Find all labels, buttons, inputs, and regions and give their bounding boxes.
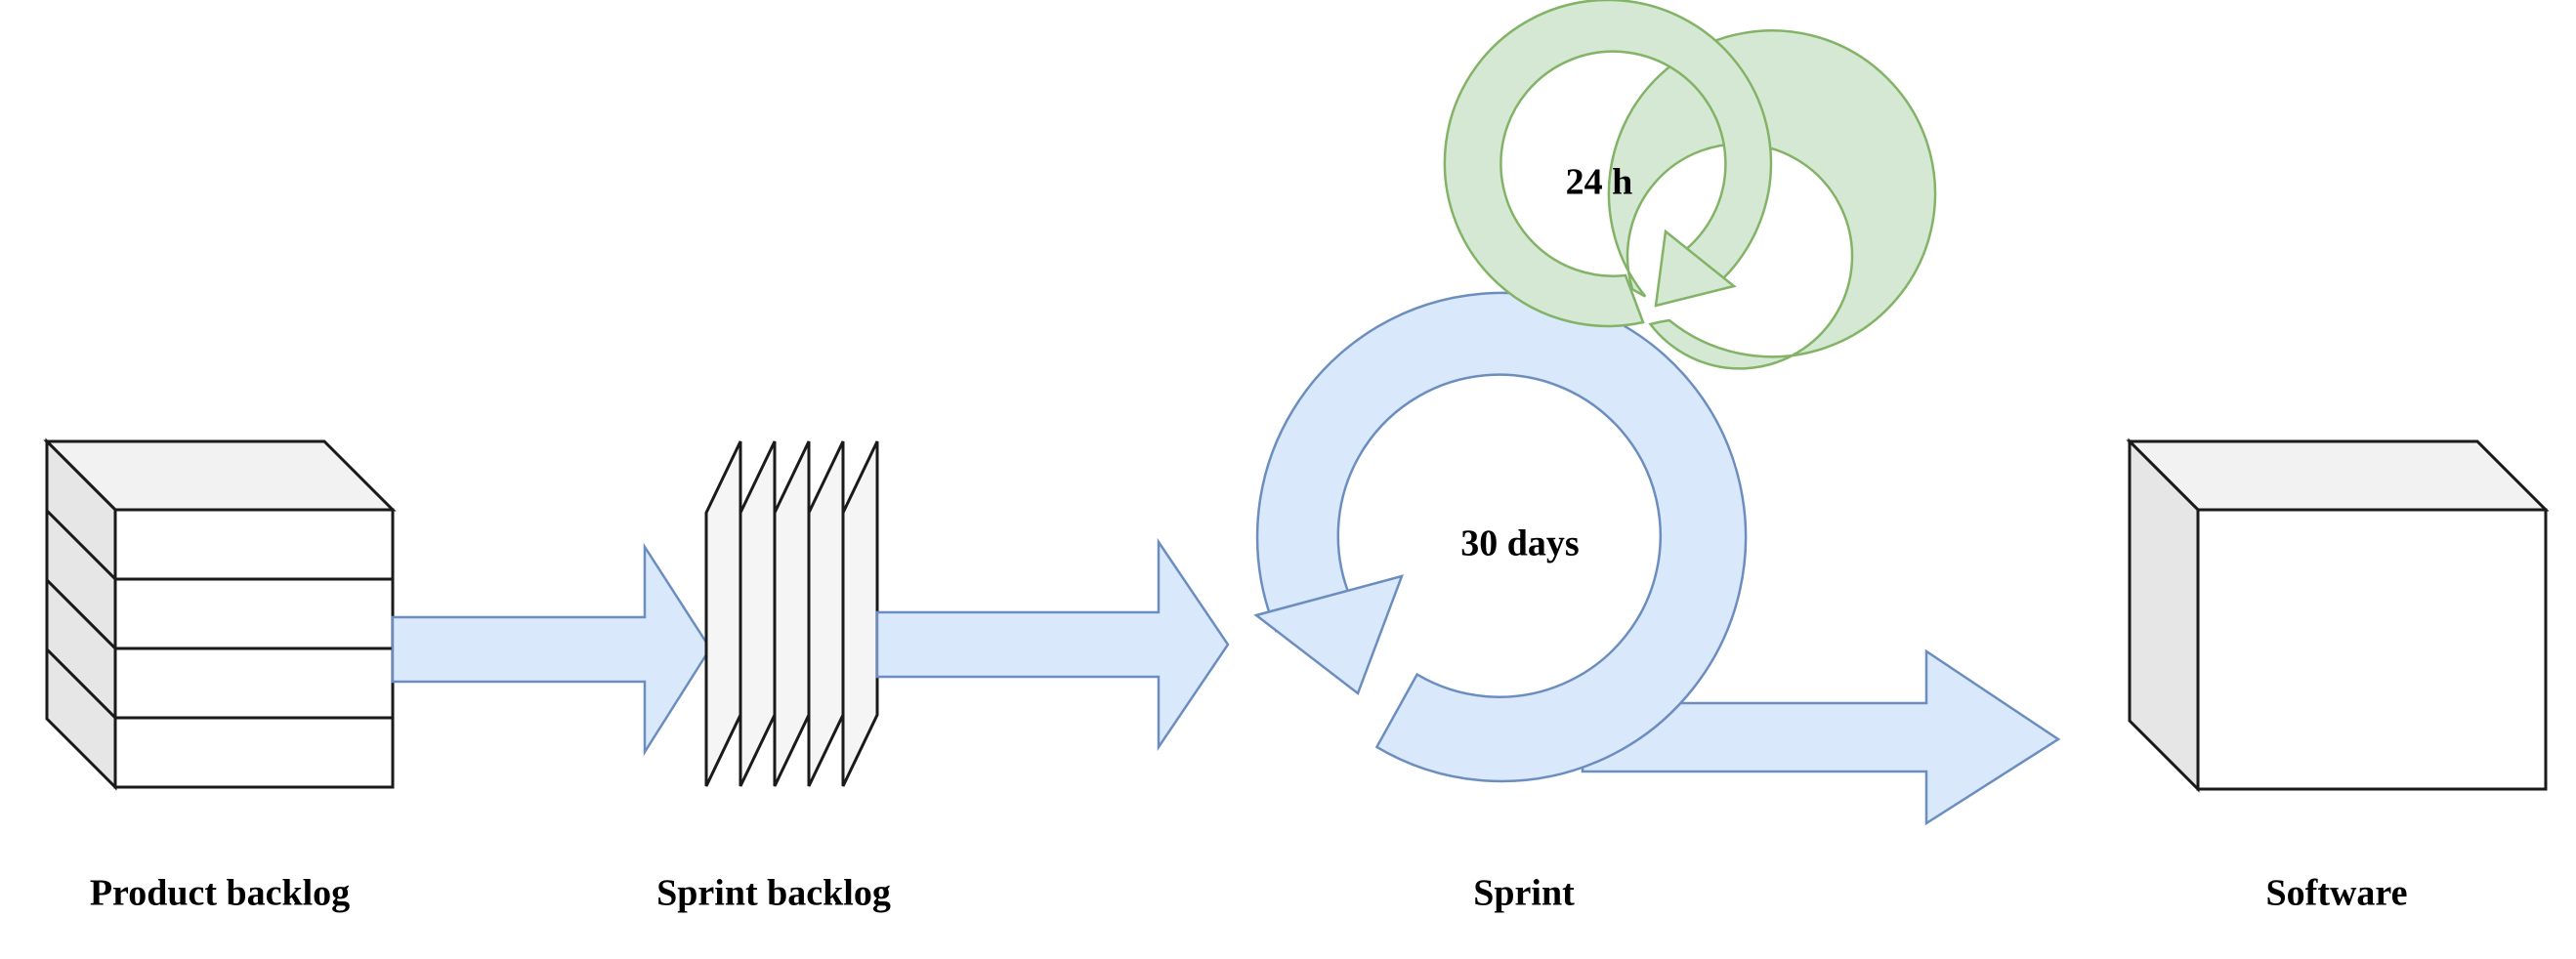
daily-loop-arrowhead (1654, 229, 1737, 308)
sprint-backlog-sheet-4 (807, 440, 845, 787)
sprint-loop-label: 30 days (1460, 523, 1579, 564)
sprint-backlog-sheet-1 (704, 440, 742, 787)
software-label: Software (2266, 873, 2408, 914)
software-box-top-face (2126, 439, 2550, 512)
sprint-backlog-sheet-5 (841, 440, 879, 787)
product-backlog-item-1 (113, 508, 395, 581)
arrow-sprint-to-software (1581, 648, 2061, 826)
product-backlog-item-4 (113, 716, 395, 789)
software-box-front-face (2196, 508, 2548, 791)
sprint-loop (1253, 291, 1748, 783)
daily-loop (1443, 0, 1937, 370)
sprint-loop-ring (1255, 291, 1748, 783)
sprint-label: Sprint (1473, 873, 1575, 914)
product-backlog-label: Product backlog (90, 873, 350, 914)
sprint-loop-arrowhead (1253, 574, 1405, 696)
sprint-backlog-sheets (704, 440, 879, 787)
product-backlog-item-3 (113, 646, 395, 720)
sprint-backlog-sheet-2 (739, 440, 777, 787)
sprint-backlog-sheet-3 (773, 440, 811, 787)
daily-loop-ring (1607, 29, 1937, 370)
arrow-sprint-backlog-to-sprint (875, 537, 1230, 752)
software-box (2126, 438, 2550, 793)
sprint-backlog-label: Sprint backlog (656, 873, 891, 914)
daily-loop-ring-shape (1443, 0, 1773, 328)
product-backlog-stack (43, 438, 397, 791)
product-backlog-item-2 (113, 577, 395, 650)
arrow-product-to-sprint-backlog (391, 542, 712, 757)
daily-loop-label: 24 h (1566, 162, 1633, 203)
